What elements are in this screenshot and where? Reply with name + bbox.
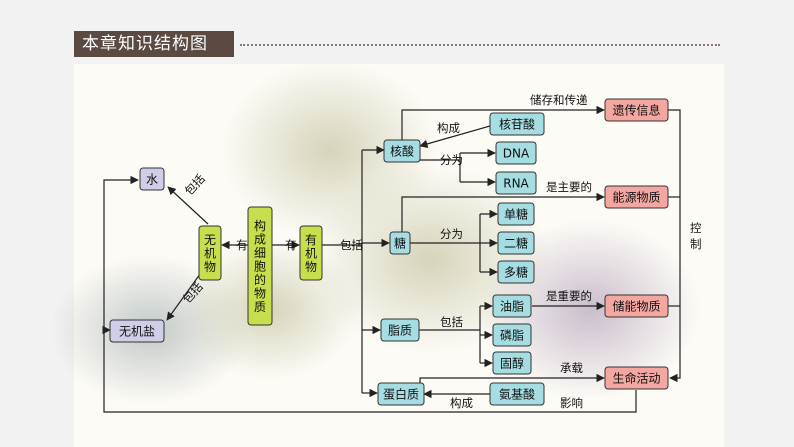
node-rna: RNA — [495, 171, 537, 195]
edge-label-compose-protein: 构成 — [450, 396, 473, 410]
node-phospholipid: 磷脂 — [492, 323, 532, 347]
node-label: 生命活动 — [612, 371, 660, 386]
node-box — [497, 231, 535, 255]
node-label: 储能物质 — [612, 299, 660, 314]
edge-label-include-main: 包括 — [340, 238, 363, 252]
node-label: DNA — [503, 147, 530, 161]
node-life-activity: 生命活动 — [604, 366, 669, 390]
node-box — [389, 231, 411, 255]
molecule-background-illustration — [50, 60, 700, 405]
node-label: 单糖 — [504, 207, 528, 222]
node-inorganic: 无机物 — [198, 225, 222, 281]
node-water: 水 — [139, 167, 165, 191]
node-box — [604, 366, 669, 390]
node-storage-substance: 储能物质 — [604, 294, 669, 318]
node-box — [139, 167, 165, 191]
title-divider — [240, 44, 720, 46]
node-genetic-info: 遗传信息 — [604, 98, 669, 122]
node-label: 磷脂 — [500, 328, 524, 343]
edge-label-have-1: 有 — [236, 238, 248, 252]
node-sugar: 糖 — [389, 231, 411, 255]
edge-label-store-transfer: 储存和传递 — [530, 93, 588, 107]
node-sterol: 固醇 — [492, 351, 532, 375]
node-label: 氨基酸 — [499, 387, 535, 402]
edge-label-affect: 影响 — [560, 396, 583, 410]
edge-label-divide-nucleic: 分为 — [440, 153, 463, 167]
edge-label-have-2: 有 — [285, 238, 297, 252]
edge-label-compose-nucleic: 构成 — [437, 121, 460, 135]
section-title: 本章知识结构图 — [74, 31, 234, 57]
node-dna: DNA — [495, 141, 537, 165]
node-box — [492, 323, 532, 347]
node-cell-substance: 构成细胞的物质 — [247, 206, 273, 326]
node-label: 核苷酸 — [499, 117, 535, 132]
node-nucleotide: 核苷酸 — [489, 112, 545, 136]
node-box — [109, 319, 165, 343]
edge-label-is-main: 是主要的 — [546, 180, 592, 194]
node-label: 遗传信息 — [612, 103, 660, 118]
node-label: 构成细胞的物质 — [254, 218, 266, 314]
node-energy-substance: 能源物质 — [604, 185, 669, 209]
node-label: 糖 — [394, 236, 406, 251]
node-label: 无机物 — [204, 233, 216, 274]
edge-label-is-important: 是重要的 — [546, 289, 592, 303]
node-label: 多糖 — [504, 265, 528, 280]
node-label: 脂质 — [388, 323, 412, 338]
node-organic: 有机物 — [299, 225, 323, 281]
node-monosaccharide: 单糖 — [497, 202, 535, 226]
node-box — [380, 318, 420, 342]
node-label: 油脂 — [500, 299, 524, 314]
node-box — [497, 260, 535, 284]
node-protein: 蛋白质 — [377, 382, 425, 406]
node-disaccharide: 二糖 — [497, 231, 535, 255]
node-box — [495, 171, 537, 195]
node-nucleic-acid: 核酸 — [383, 139, 421, 163]
node-fat: 油脂 — [492, 294, 532, 318]
node-box — [198, 225, 222, 281]
node-label: 能源物质 — [612, 191, 660, 205]
node-label: 有机物 — [305, 233, 317, 274]
node-label: RNA — [503, 177, 529, 191]
node-label: 水 — [146, 173, 158, 187]
node-box — [492, 294, 532, 318]
edge-label-divide-sugar: 分为 — [440, 227, 463, 241]
edge-label-include-lipid: 包括 — [440, 315, 463, 329]
node-polysaccharide: 多糖 — [497, 260, 535, 284]
node-lipid: 脂质 — [380, 318, 420, 342]
node-label: 蛋白质 — [383, 387, 419, 402]
edge-label-control: 控制 — [690, 221, 702, 251]
node-label: 无机盐 — [119, 325, 155, 339]
edge-label-carry: 承载 — [560, 361, 583, 375]
node-box — [489, 112, 545, 136]
node-box — [495, 141, 537, 165]
node-box — [604, 98, 669, 122]
node-box — [489, 382, 545, 406]
node-box — [604, 185, 669, 209]
node-box — [604, 294, 669, 318]
node-box — [377, 382, 425, 406]
node-box — [247, 206, 273, 326]
node-box — [299, 225, 323, 281]
node-box — [497, 202, 535, 226]
edge-label-include-water: 包括 — [182, 171, 208, 198]
node-inorganic-salt: 无机盐 — [109, 319, 165, 343]
node-label: 核酸 — [390, 144, 414, 159]
node-box — [383, 139, 421, 163]
node-box — [492, 351, 532, 375]
node-label: 二糖 — [504, 236, 528, 251]
node-label: 固醇 — [500, 356, 524, 371]
node-amino-acid: 氨基酸 — [489, 382, 545, 406]
